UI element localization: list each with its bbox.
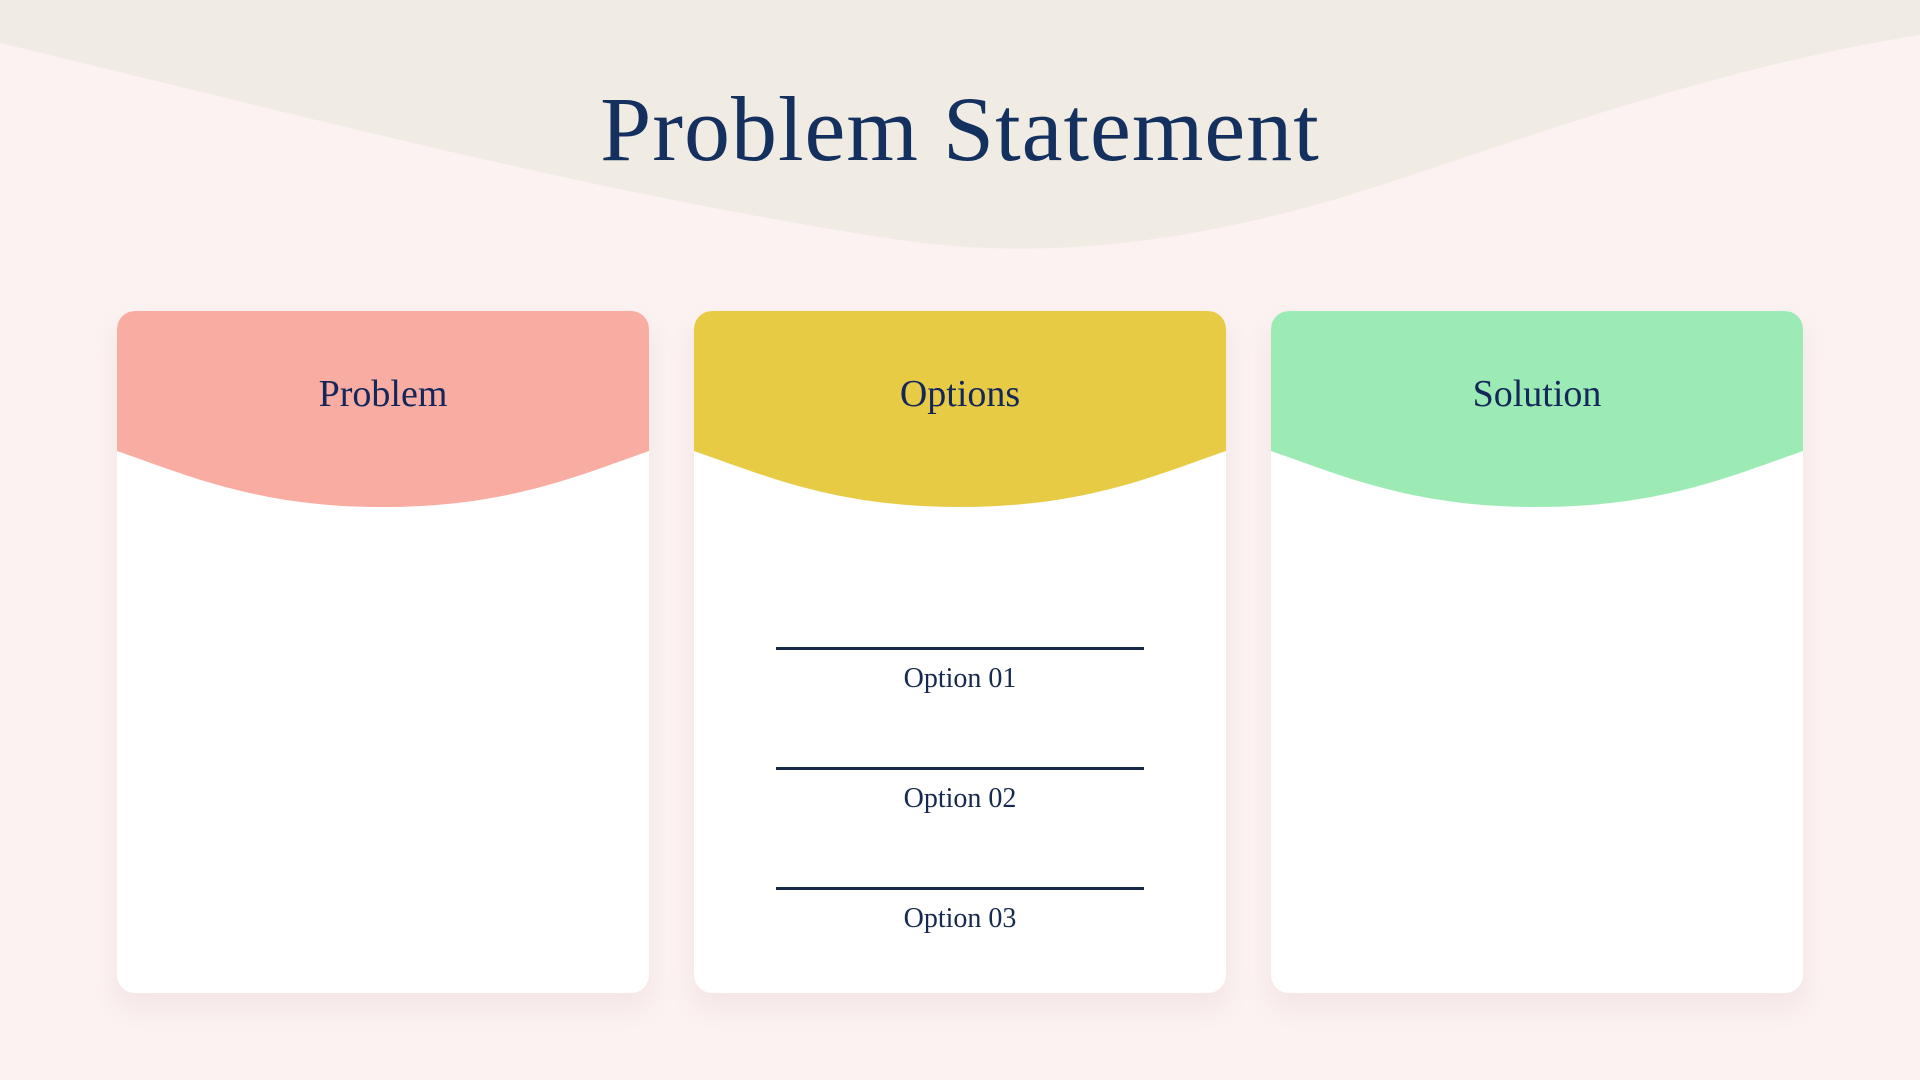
option-row-3: Option 03 bbox=[776, 887, 1144, 993]
cards-row: Problem Options Option 01 Option 02 Opti… bbox=[117, 311, 1803, 993]
solution-card-title: Solution bbox=[1472, 372, 1602, 415]
solution-header-wave-shape bbox=[1271, 311, 1803, 507]
problem-card-title: Problem bbox=[318, 372, 448, 415]
options-card-title: Options bbox=[899, 372, 1021, 415]
problem-header-wave-shape bbox=[117, 311, 649, 507]
options-card: Options Option 01 Option 02 Option 03 bbox=[694, 311, 1226, 993]
problem-card: Problem bbox=[117, 311, 649, 993]
page-title: Problem Statement bbox=[600, 78, 1320, 180]
options-card-header: Options bbox=[694, 311, 1226, 507]
option-row-1: Option 01 bbox=[776, 647, 1144, 767]
solution-card: Solution bbox=[1271, 311, 1803, 993]
problem-card-header: Problem bbox=[117, 311, 649, 507]
options-list: Option 01 Option 02 Option 03 bbox=[776, 647, 1144, 993]
options-header-wave-shape bbox=[694, 311, 1226, 507]
solution-card-header: Solution bbox=[1271, 311, 1803, 507]
option-row-2: Option 02 bbox=[776, 767, 1144, 887]
